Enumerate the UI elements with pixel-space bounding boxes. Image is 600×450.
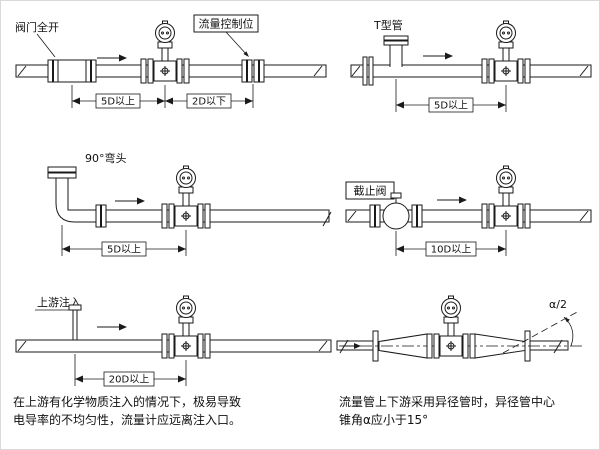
flowmeter (481, 165, 531, 229)
pipe-break-mark (553, 339, 563, 354)
note-right-line1: 流量管上下游采用异径管时，异径管中心 (339, 394, 555, 409)
panel-reducer: α/2 (336, 295, 584, 362)
leader-line (36, 33, 56, 58)
pipe-break-mark (579, 210, 589, 222)
dimension-5d: 5D以上 (61, 225, 187, 257)
dimension-label: 10D以上 (431, 244, 471, 256)
flow-arrow (114, 197, 146, 205)
panel-title-elbow: 90°弯头 (85, 151, 127, 165)
branch-pipe (389, 44, 403, 67)
gate-valve (47, 59, 97, 83)
tee-branch (383, 35, 409, 67)
pipe-break-mark (351, 65, 361, 77)
end-flange (47, 172, 77, 179)
dimension-label: 2D以下 (192, 97, 226, 108)
panel-title-valve-open: 阀门全开 (15, 20, 59, 34)
dimension-label: 5D以上 (101, 96, 135, 108)
leader-arrowhead (243, 51, 249, 57)
panel-t-pipe: T型管 5D以上 (350, 18, 592, 113)
dimension-label-box (428, 97, 474, 113)
pipe-break-mark (318, 340, 328, 352)
flowmeter (140, 20, 190, 84)
panel-valve-full-open: 阀门全开 流量控制位 5D以上 2D以下 (15, 14, 327, 109)
flow-arrow (422, 52, 454, 60)
branch-flange (383, 40, 409, 46)
dimension-label-box (186, 93, 232, 109)
dimension-20d: 20D以上 (74, 354, 187, 387)
flange-pair (241, 59, 253, 83)
flowmeter (161, 295, 211, 359)
pipe-break-mark (347, 210, 357, 222)
pipe-break-mark (579, 65, 589, 77)
branch-flange (383, 35, 409, 41)
injection-port (35, 304, 82, 340)
flange-pair (47, 59, 59, 83)
callout-label: 流量控制位 (199, 17, 254, 31)
angle-label: α/2 (549, 298, 567, 311)
dimension-label: 20D以上 (109, 374, 149, 386)
flange-pair (369, 204, 381, 228)
note-left-line2: 电导率的不均匀性，流量计应远离注入口。 (13, 412, 241, 427)
callout-flow-control-position: 流量控制位 (193, 14, 259, 57)
pipe-break-mark (313, 65, 323, 77)
flowmeter (426, 295, 476, 359)
callout-box (345, 181, 395, 200)
panel-title-stop-valve: 截止阀 (354, 184, 387, 198)
flowmeter (161, 165, 211, 229)
pipe (350, 64, 592, 78)
panel-elbow: 90°弯头 5D以上 (47, 151, 332, 257)
valve-body (382, 202, 410, 230)
stop-valve (369, 192, 423, 230)
cone-angle-line (502, 310, 580, 354)
dimension-5d: 5D以上 (395, 79, 507, 113)
panel-injection: 上游注入 20D以上 (15, 295, 332, 387)
flange-pair (95, 204, 107, 228)
dimension-label-box (103, 371, 155, 387)
end-flange (362, 56, 374, 86)
dimension-label: 5D以上 (107, 244, 141, 256)
notes: 在上游有化学物质注入的情况下，极易导致 电导率的不均匀性，流量计应远离注入口。 … (13, 394, 555, 427)
pipe-break-mark (17, 65, 27, 77)
valve-body (57, 59, 87, 83)
dimension-downstream-2d: 2D以下 (165, 84, 254, 109)
note-right-line2: 锥角α应小于15° (339, 412, 428, 427)
elbow-pipe (55, 177, 330, 223)
flange-pair (411, 204, 423, 228)
note-left-line1: 在上游有化学物质注入的情况下，极易导致 (13, 394, 241, 409)
dimension-label-box (425, 241, 477, 257)
dimension-upstream-5d: 5D以上 (71, 85, 166, 109)
dimension-label: 5D以上 (434, 100, 468, 112)
pipe (529, 340, 569, 351)
pipe-break-mark (322, 211, 332, 227)
flow-arrow (342, 343, 361, 349)
dimension-label-box (101, 241, 147, 257)
flow-arrow (96, 323, 128, 331)
dimension-label-box (95, 93, 141, 109)
valve-handle (390, 192, 402, 199)
flange-pair (85, 59, 97, 83)
flange-pair (253, 59, 265, 83)
flow-arrow (436, 196, 468, 204)
dimension-10d: 10D以上 (395, 230, 507, 257)
panel-stop-valve: 截止阀 10D以上 (345, 165, 592, 257)
flow-arrow (96, 54, 128, 62)
end-flange (47, 166, 77, 173)
callout-stop-valve: 截止阀 (345, 181, 395, 200)
flowmeter (481, 20, 531, 84)
leader-line (225, 31, 248, 56)
pipe-break-mark (17, 340, 27, 352)
panel-title-t-pipe: T型管 (373, 18, 403, 32)
angle-arrowhead (564, 317, 570, 323)
